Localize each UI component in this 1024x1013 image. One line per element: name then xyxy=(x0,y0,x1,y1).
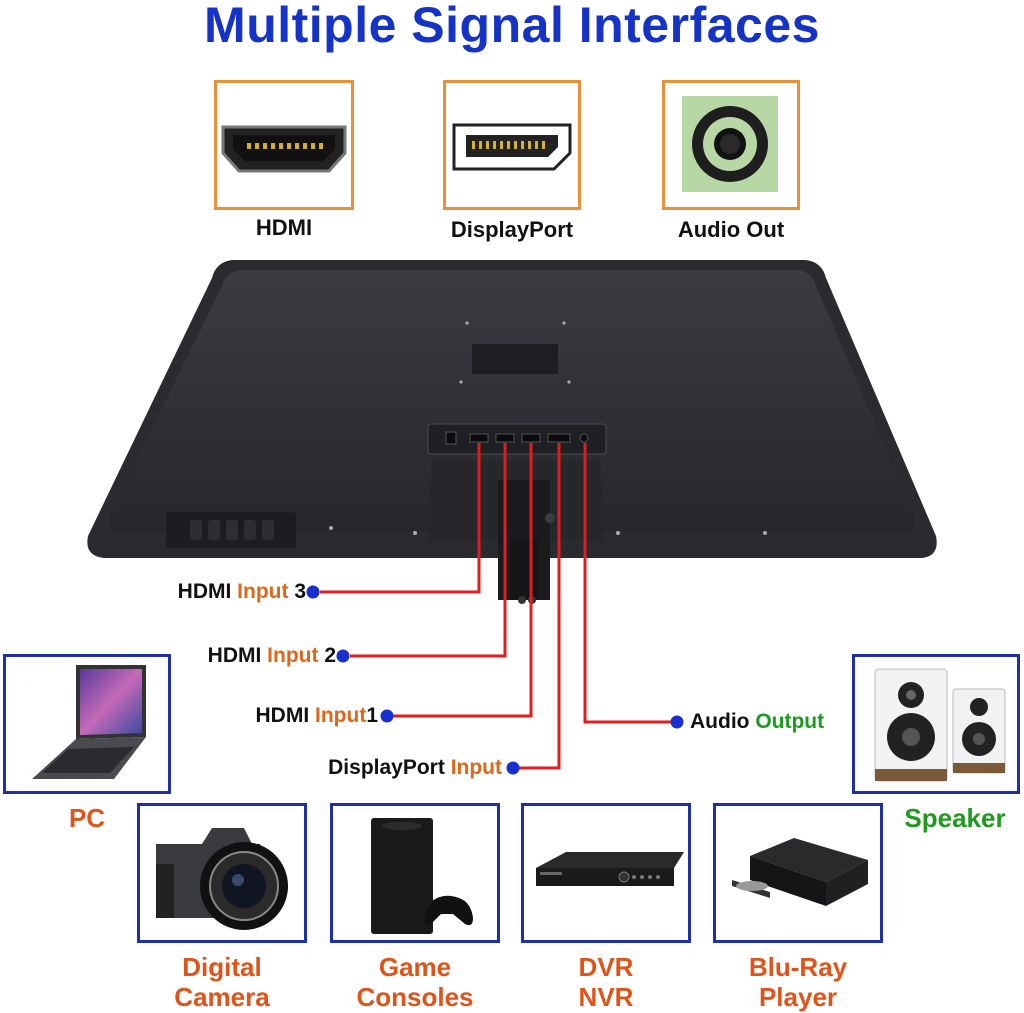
port-label-audio-out: Audio Out xyxy=(677,217,785,242)
displayport-port-box xyxy=(443,80,581,210)
callout-hdmi-input-1: HDMI Input1 xyxy=(255,704,379,727)
dvr-box xyxy=(521,803,691,943)
bluray-box xyxy=(713,803,883,943)
hdmi-port-box xyxy=(214,80,354,210)
console-box xyxy=(330,803,500,943)
callout-displayport-input: DisplayPort Input xyxy=(328,756,502,779)
speaker-box xyxy=(852,654,1020,794)
device-label-pc: PC xyxy=(68,803,106,833)
hdmi3-dot xyxy=(306,585,320,599)
game-console-icon xyxy=(371,818,473,934)
dp-dot xyxy=(506,761,520,775)
port-label-displayport: DisplayPort xyxy=(450,217,574,242)
device-label-speaker: Speaker xyxy=(904,803,1006,833)
hdmi2-dot xyxy=(336,649,350,663)
dvr-icon xyxy=(536,852,684,886)
hdmi1-dot xyxy=(380,709,394,723)
port-label-hdmi: HDMI xyxy=(255,215,313,240)
speaker-icon xyxy=(874,668,1006,782)
audio-port-box xyxy=(662,80,800,210)
page-title: Multiple Signal Interfaces xyxy=(204,0,820,53)
callout-hdmi-input-2: HDMI Input 2 xyxy=(207,644,336,667)
callout-audio-output: Audio Output xyxy=(690,710,825,733)
audio-dot xyxy=(670,715,684,729)
bluray-player-icon xyxy=(732,838,868,906)
callout-hdmi-input-3: HDMI Input 3 xyxy=(177,580,306,603)
hdmi-port-icon xyxy=(221,125,347,173)
camera-box xyxy=(137,803,307,943)
pc-box xyxy=(3,654,171,794)
audio-jack-icon xyxy=(682,96,778,192)
laptop-icon xyxy=(32,665,146,779)
camera-icon xyxy=(156,828,288,930)
displayport-port-icon xyxy=(452,123,572,171)
